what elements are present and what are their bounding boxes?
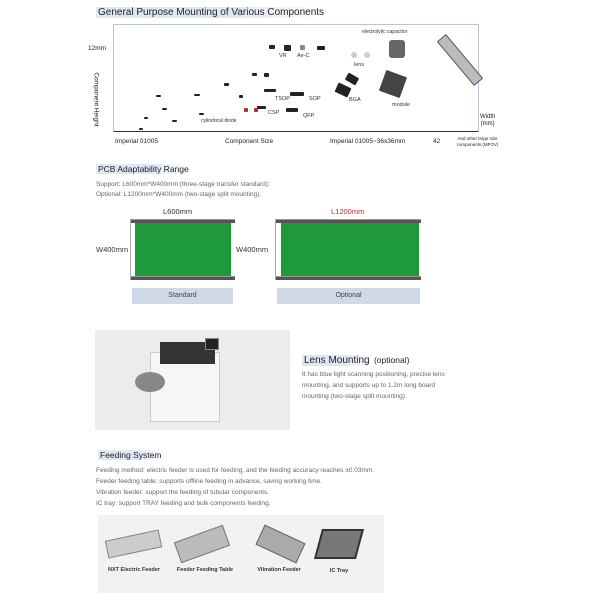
feeding-title: Feeding System: [98, 450, 164, 460]
lens-line-3: mounting (two-stage split mounting).: [302, 393, 407, 400]
x-axis-unit: Width (mm): [480, 114, 496, 127]
feeder-label-table: Feeder Feeding Table: [176, 567, 234, 573]
x-label-0: Imperial 01005: [115, 138, 158, 145]
lens-line-1: It has blue light scanning positioning, …: [302, 371, 445, 378]
standard-board: [130, 219, 235, 280]
label-lens: lens: [354, 62, 365, 68]
label-module: module: [392, 102, 411, 108]
x-label-3: 42: [433, 138, 441, 145]
optional-board: [275, 219, 421, 280]
optional-width: W400mm: [236, 245, 269, 254]
standard-option: Standard: [132, 288, 233, 304]
feeder-label-vibration: Vibration Feeder: [257, 567, 301, 573]
feeder-label-ic-tray: IC Tray: [329, 568, 349, 574]
feeder-label-nxt: NXT Electric Feeder: [108, 567, 160, 573]
label-bga: BGA: [349, 97, 361, 103]
feeding-line-2: Feeder feeding table: supports offline f…: [96, 478, 323, 485]
standard-length: L600mm: [163, 207, 193, 216]
component-chart: VR Ae-C lens electrolytic capacitor TSOP…: [113, 24, 484, 132]
label-sop: SOP: [309, 96, 321, 102]
lens-line-2: mounting, and supports up to 1.2m long b…: [302, 382, 435, 389]
feeding-line-1: Feeding method: electric feeder is used …: [96, 467, 375, 474]
label-csp: CSP: [268, 110, 280, 116]
feeding-line-3: Vibration feeder: support the feeding of…: [96, 489, 269, 496]
pcb-line-1: Support: L600mm*W400mm (three-stage tran…: [96, 181, 270, 188]
label-qfp: QFP: [303, 113, 315, 119]
mounting-title: General Purpose Mounting of Various Comp…: [96, 7, 327, 18]
standard-width: W400mm: [96, 245, 129, 254]
pcb-line-2: Optional: L1200mm*W400mm (two-stage spli…: [96, 191, 262, 198]
label-vr: VR: [279, 53, 287, 59]
optional-length: L1200mm: [331, 207, 365, 216]
feeding-line-4: IC tray: support TRAY feeding and bulk c…: [96, 500, 271, 507]
machine-image: [95, 330, 290, 430]
label-cylindrical-diode: cylindrical diode: [201, 118, 237, 124]
label-ae-c: Ae-C: [297, 53, 310, 59]
lens-title: Lens Mounting (optional): [302, 355, 410, 366]
label-tsop: TSOP: [275, 96, 290, 102]
x-label-1: Component Size: [225, 138, 274, 145]
y-axis-label: Component Height: [92, 72, 100, 127]
x-label-2: Imperial 01005~36x36mm: [330, 138, 406, 145]
pcb-title: PCB Adaptability Range: [96, 164, 191, 174]
y-tick-12mm: 12mm: [88, 45, 107, 52]
optional-option: Optional: [277, 288, 420, 304]
label-electrolytic-capacitor: electrolytic capacitor: [362, 29, 408, 35]
feeder-gallery: NXT Electric Feeder Feeder Feeding Table…: [98, 515, 384, 593]
x-label-4: And other large size components (MFOV): [456, 136, 499, 147]
